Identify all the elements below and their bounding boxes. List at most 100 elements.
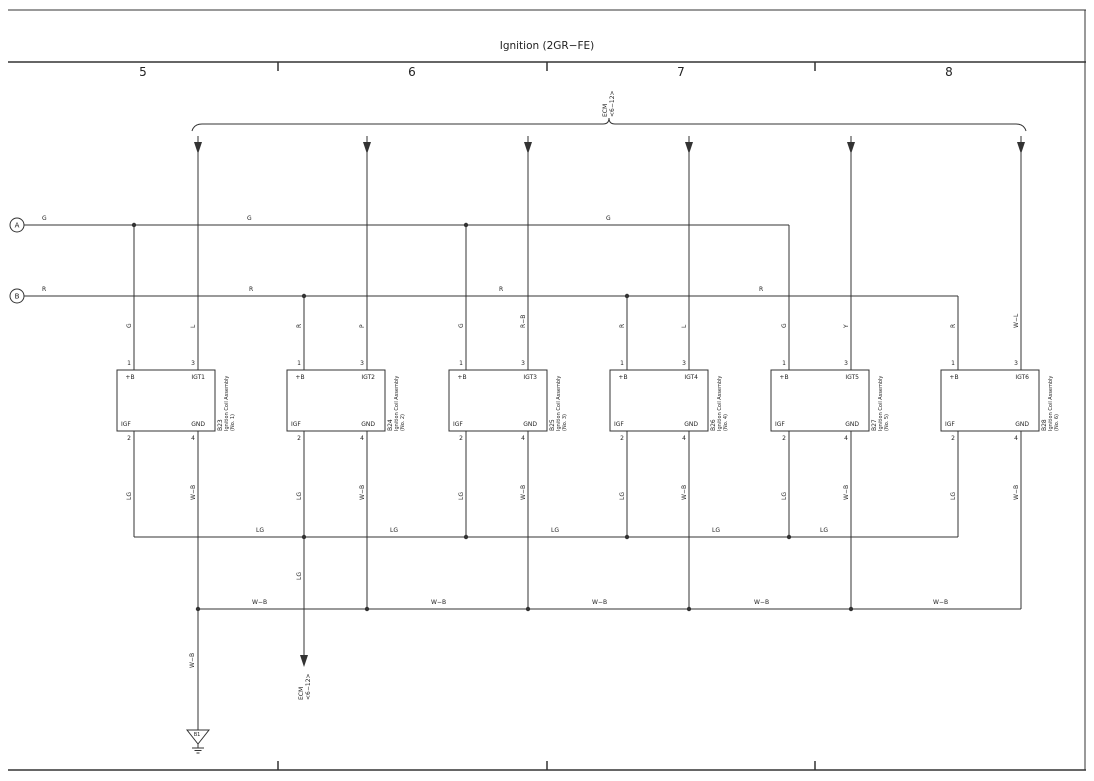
pin-label-gnd: GND (684, 421, 698, 428)
wire-color-label: G (458, 323, 465, 328)
component-number: (No. 5) (884, 414, 890, 431)
component-code: B26 (710, 419, 717, 431)
ecm-arrow (847, 142, 855, 154)
pin-label-igt: IGT5 (845, 374, 859, 381)
ground-triangle-icon (185, 729, 211, 745)
pin-label-b: +B (949, 374, 958, 381)
pin-label-gnd: GND (845, 421, 859, 428)
bus-color-label: W−B (592, 599, 607, 606)
pin-label-igt: IGT2 (361, 374, 375, 381)
bus-color-label: LG (712, 527, 720, 534)
ground-bus: W−B W−B W−B W−B W−B W−B (189, 599, 1021, 730)
component-name: Ignition Coil Assembly (878, 376, 884, 431)
pin-number: 1 (127, 360, 131, 367)
pin-label-igf: IGF (614, 421, 624, 428)
pin-label-igt: IGT4 (684, 374, 698, 381)
bus-color-label: LG (390, 527, 398, 534)
pin-label-igf: IGF (121, 421, 131, 428)
bus-color-label: G (42, 215, 47, 222)
component-number: (No. 2) (400, 414, 406, 431)
pin-label-b: +B (295, 374, 304, 381)
wire-color-label: LG (458, 492, 465, 500)
pin-number: 3 (360, 360, 364, 367)
ignition-coil-box (770, 369, 870, 432)
wire-color-label: L (190, 324, 197, 328)
ecm-arrow (524, 142, 532, 154)
bus-color-label: R (499, 286, 503, 293)
pin-number: 3 (191, 360, 195, 367)
wire-color-label: W−B (359, 485, 366, 500)
pin-label-gnd: GND (191, 421, 205, 428)
component-name: Ignition Coil Assembly (717, 376, 723, 431)
splice-point (624, 534, 630, 540)
component-name: Ignition Coil Assembly (1048, 376, 1054, 431)
wire-color-label: LG (781, 492, 788, 500)
diagram-title: Ignition (2GR−FE) (500, 40, 595, 52)
wire-color-label: G (781, 323, 788, 328)
pin-label-b: +B (779, 374, 788, 381)
wire-color-label: L (681, 324, 688, 328)
splice-point (463, 534, 469, 540)
pin-number: 4 (682, 435, 686, 442)
bus-color-label: R (42, 286, 46, 293)
pin-number: 2 (620, 435, 624, 442)
pin-label-igt: IGT3 (523, 374, 537, 381)
pin-number: 2 (297, 435, 301, 442)
wire-color-label: LG (126, 492, 133, 500)
connector-a-label: A (15, 222, 20, 230)
component-name: Ignition Coil Assembly (224, 376, 230, 431)
pin-number: 3 (682, 360, 686, 367)
component-name: Ignition Coil Assembly (556, 376, 562, 431)
splice-point (848, 606, 854, 612)
splice-point (525, 606, 531, 612)
pin-label-b: +B (618, 374, 627, 381)
splice-point (131, 222, 137, 228)
wire-color-label: W−B (189, 653, 196, 668)
pin-label-igf: IGF (291, 421, 301, 428)
wire-color-label: W−B (520, 485, 527, 500)
ecm-arrow (363, 142, 371, 154)
component-number: (No. 6) (1054, 414, 1060, 431)
ecm-brace: ECM <6−12> (191, 90, 1027, 132)
component-code: B28 (1041, 419, 1048, 431)
pin-number: 1 (782, 360, 786, 367)
wire-color-label: LG (296, 572, 303, 580)
pin-label-gnd: GND (361, 421, 375, 428)
pin-number: 3 (1014, 360, 1018, 367)
ecm-arrow (1017, 142, 1025, 154)
connector-b-label: B (15, 293, 20, 301)
bus-color-label: W−B (754, 599, 769, 606)
wire-color-label: W−L (1013, 313, 1020, 328)
wire-color-label: W−B (1013, 485, 1020, 500)
ground-symbol-b1: B1 (185, 729, 211, 754)
pin-number: 2 (127, 435, 131, 442)
pin-label-b: +B (457, 374, 466, 381)
ignition-coil-box (116, 369, 216, 432)
pin-number: 1 (459, 360, 463, 367)
column-number: 8 (945, 65, 953, 79)
bus-color-label: W−B (431, 599, 446, 606)
wire-color-label: LG (619, 492, 626, 500)
ecm-label: ECM (602, 104, 609, 117)
pin-number: 1 (620, 360, 624, 367)
column-numbers: 5 6 7 8 (139, 65, 953, 79)
bus-color-label: R (759, 286, 763, 293)
component-number: (No. 4) (723, 414, 729, 431)
pin-number: 4 (521, 435, 525, 442)
bus-color-label: LG (551, 527, 559, 534)
wire-color-label: R (619, 324, 626, 328)
ecm-reference: <6−12> (609, 90, 616, 117)
ecm-reference: <6−12> (305, 673, 312, 700)
pin-label-igt: IGT1 (191, 374, 205, 381)
pin-label-igf: IGF (775, 421, 785, 428)
ecm-arrow (300, 655, 308, 667)
ecm-arrow (685, 142, 693, 154)
pin-number: 3 (521, 360, 525, 367)
pin-number: 1 (297, 360, 301, 367)
pin-label-gnd: GND (1015, 421, 1029, 428)
component-code: B25 (549, 419, 556, 431)
wire-color-label: R (950, 324, 957, 328)
splice-point (364, 606, 370, 612)
sheet-frame (8, 9, 1086, 771)
